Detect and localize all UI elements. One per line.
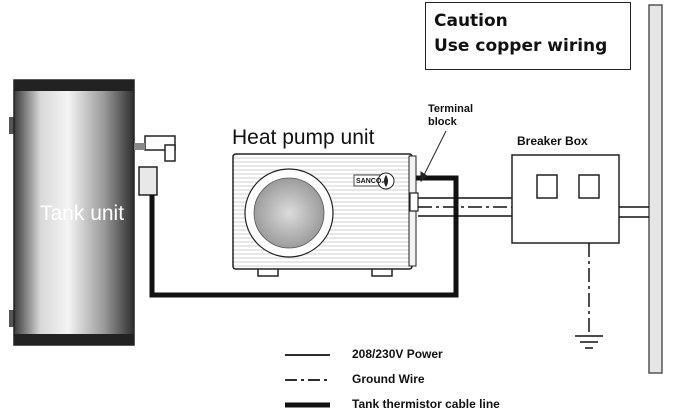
terminal-block-label: Terminal block: [428, 103, 474, 128]
brand-label: SANCO₂: [356, 178, 385, 185]
brand-logo-icon: [353, 172, 395, 190]
terminal-block-pointer: [420, 130, 447, 183]
power-wire-hp-to-breaker: [418, 197, 512, 217]
ground-symbol-icon: [575, 335, 603, 349]
wall: [648, 4, 663, 374]
thermistor-sensor: [138, 166, 158, 196]
breaker-box: [511, 154, 620, 244]
heat-pump-unit: [232, 153, 417, 277]
heat-pump-unit-label: Heat pump unit: [232, 126, 375, 149]
breaker-box-label: Breaker Box: [517, 134, 588, 148]
caution-box: Caution Use copper wiring: [425, 2, 631, 70]
caution-text: Use copper wiring: [434, 36, 608, 56]
caution-title: Caution: [434, 11, 508, 31]
legend-label-ground: Ground Wire: [352, 372, 425, 386]
legend-label-thermistor: Tank thermistor cable line: [352, 397, 500, 411]
thermistor-cable: [149, 175, 459, 298]
tank-unit-label: Tank unit: [40, 202, 125, 225]
legend-label-power: 208/230V Power: [352, 347, 443, 361]
tank-pipe-fitting: [134, 135, 176, 162]
tank-unit: [9, 79, 135, 346]
terminal-block: [409, 192, 419, 212]
power-wire-breaker-to-wall: [619, 206, 649, 218]
